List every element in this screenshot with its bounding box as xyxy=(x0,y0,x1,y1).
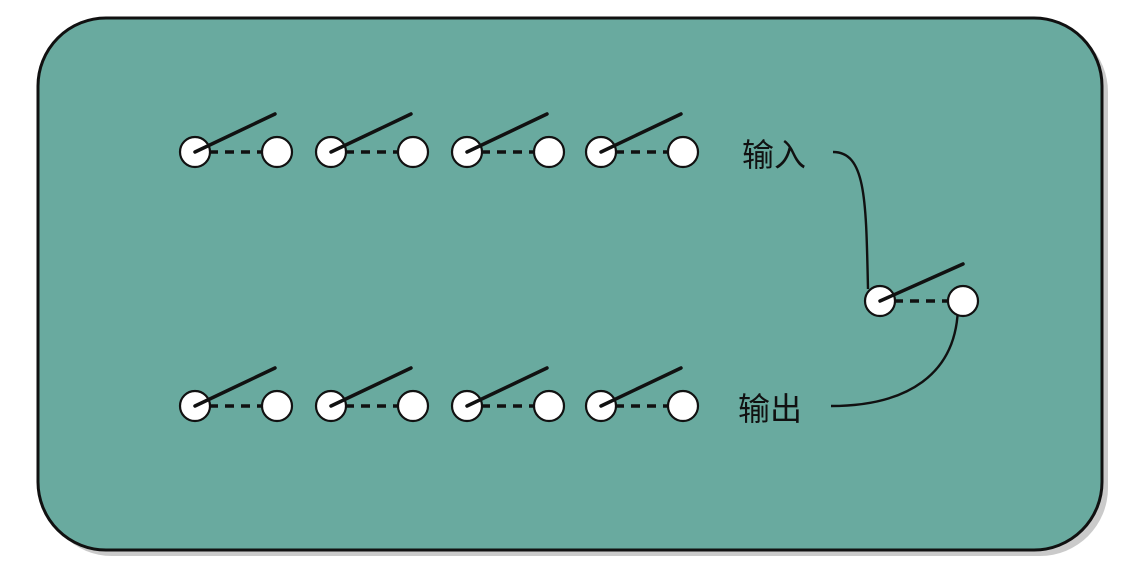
output-row-switch-1-lever xyxy=(193,366,277,408)
selector-switch xyxy=(863,262,980,318)
output-row-switch-3-right-contact xyxy=(532,389,566,423)
output-row-switch-4-lever xyxy=(599,366,683,408)
selector-switch-parts xyxy=(863,262,980,318)
input-row-switch-3-lever xyxy=(465,112,549,154)
output-row-switch-2-lever xyxy=(329,366,413,408)
input-row-switch-2-lever xyxy=(329,112,413,154)
input-row-switch-1-lever xyxy=(193,112,277,154)
output-label: 输出 xyxy=(738,390,802,428)
input-row-switch-4 xyxy=(584,112,700,169)
output-row-switch-3 xyxy=(450,366,566,423)
selector-switch-parts-right-contact xyxy=(946,284,980,318)
selector-switch-parts-lever xyxy=(878,262,965,303)
output-switch-row xyxy=(178,366,700,423)
input-row-switch-4-lever xyxy=(599,112,683,154)
output-row-switch-2-right-contact xyxy=(396,389,430,423)
input-row-switch-1-right-contact xyxy=(260,135,294,169)
input-row-switch-2 xyxy=(314,112,430,169)
output-row-switch-1-right-contact xyxy=(260,389,294,423)
input-row-switch-1 xyxy=(178,112,294,169)
output-row-switch-3-lever xyxy=(465,366,549,408)
output-row-switch-4 xyxy=(584,366,700,423)
output-row-switch-2 xyxy=(314,366,430,423)
input-row-switch-3-right-contact xyxy=(532,135,566,169)
panel-background xyxy=(36,16,1104,552)
output-wire xyxy=(830,303,960,408)
output-row-switch-4-right-contact xyxy=(666,389,700,423)
input-switch-row xyxy=(178,112,700,169)
input-row-switch-3 xyxy=(450,112,566,169)
input-row-switch-2-right-contact xyxy=(396,135,430,169)
input-wire xyxy=(832,150,870,290)
input-label: 输入 xyxy=(742,136,806,174)
input-row-switch-4-right-contact xyxy=(666,135,700,169)
output-row-switch-1 xyxy=(178,366,294,423)
